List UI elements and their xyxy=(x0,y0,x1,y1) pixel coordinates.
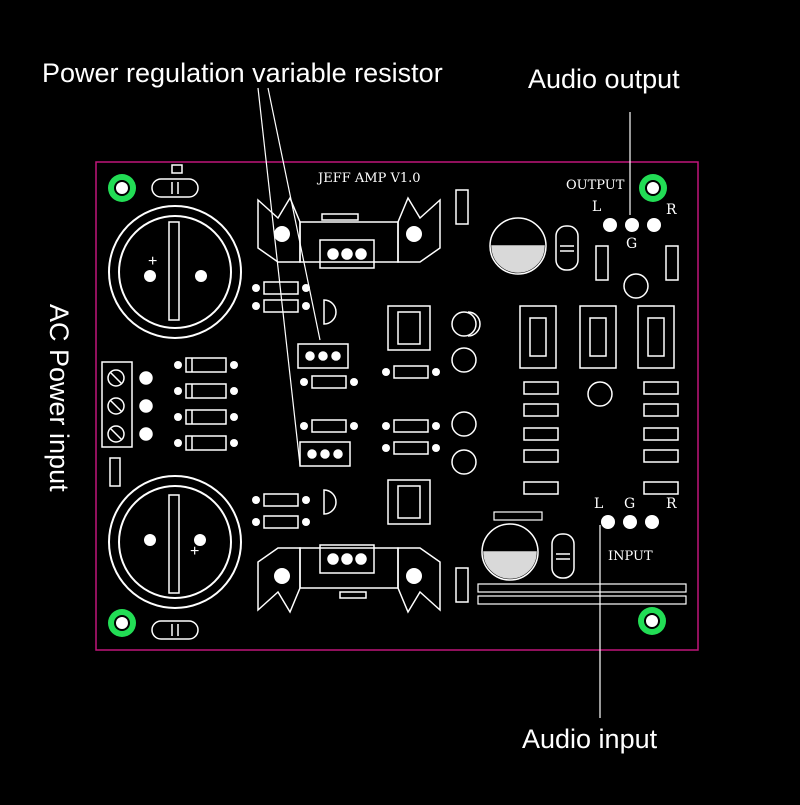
svg-text:+: + xyxy=(148,253,157,270)
trim-number: 0 xyxy=(279,573,284,582)
heatsinks xyxy=(257,196,441,614)
resistors-right xyxy=(455,189,679,603)
output-label: OUTPUT xyxy=(566,178,625,193)
audio-output-label: Audio output xyxy=(528,64,680,94)
trim-number: 0 xyxy=(411,573,416,582)
transistors xyxy=(323,273,649,515)
audio-input-label: Audio input xyxy=(522,724,658,754)
power-regulation-label: Power regulation variable resistor xyxy=(42,58,443,88)
output-l-label: L xyxy=(592,199,601,215)
input-g-label: G xyxy=(624,496,635,512)
small-capacitors xyxy=(151,164,199,640)
output-pads xyxy=(603,218,661,232)
input-r-label: R xyxy=(666,496,677,512)
input-pads xyxy=(601,515,659,529)
ac-power-input-label: AC Power input xyxy=(44,304,74,492)
trim-number: 0 xyxy=(411,231,416,240)
mounting-pads: 3 3 3 3 xyxy=(108,174,667,637)
board-outline xyxy=(95,161,699,651)
bottom-strip xyxy=(477,511,687,605)
board-title: JEFF AMP V1.0 xyxy=(316,171,421,186)
leader-lines xyxy=(257,87,631,718)
resistors-left xyxy=(252,281,440,529)
trim-number: 0 xyxy=(279,231,284,240)
pad-number: 3 xyxy=(119,620,125,630)
output-g-label: G xyxy=(626,236,637,252)
pad-number: 3 xyxy=(649,618,655,628)
svg-text:+: + xyxy=(190,543,199,560)
ic-chips xyxy=(387,305,675,525)
input-label: INPUT xyxy=(608,549,653,564)
coupling-capacitors xyxy=(481,217,579,581)
output-r-label: R xyxy=(666,202,677,218)
variable-resistors xyxy=(297,343,351,467)
input-l-label: L xyxy=(594,496,603,512)
filter-capacitors: + + xyxy=(108,205,242,609)
pad-number: 3 xyxy=(119,185,125,195)
pad-number: 3 xyxy=(650,185,656,195)
rectifier-diodes xyxy=(174,357,238,451)
ac-terminal-block xyxy=(101,361,153,487)
